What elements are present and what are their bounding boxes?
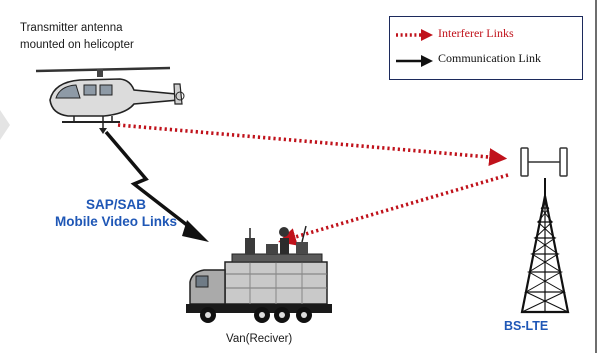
transmitter-label-line2: mounted on helicopter (20, 39, 134, 51)
legend-box: Interferer Links Communication Link (389, 16, 583, 80)
transmitter-label-line1: Transmitter antenna (20, 22, 123, 34)
page-shade (0, 110, 10, 140)
legend-swatches (396, 29, 433, 67)
legend-interferer-swatch (396, 29, 433, 41)
lightning-link-icon (104, 130, 209, 242)
bs-lte-label: BS-LTE (504, 319, 549, 333)
sap-sab-label-line1: SAP/SAB (86, 197, 147, 212)
transmitter-label: Transmitter antenna mounted on helicopte… (20, 20, 134, 54)
sap-sab-label: SAP/SAB Mobile Video Links (55, 196, 177, 230)
interferer-link-heli-bs (117, 123, 508, 167)
van-label: Van(Reciver) (226, 333, 293, 345)
cell-tower-icon (520, 178, 570, 314)
sap-sab-label-line2: Mobile Video Links (55, 214, 178, 229)
legend-interferer-label: Interferer Links (438, 26, 514, 40)
helicopter-icon (35, 66, 185, 134)
antenna-icon (520, 147, 568, 177)
interferer-link-bs-van (278, 173, 509, 246)
legend-communication-swatch (396, 55, 433, 67)
legend-communication-label: Communication Link (438, 51, 541, 65)
frame-border (595, 0, 597, 353)
van-truck-icon (186, 225, 332, 323)
